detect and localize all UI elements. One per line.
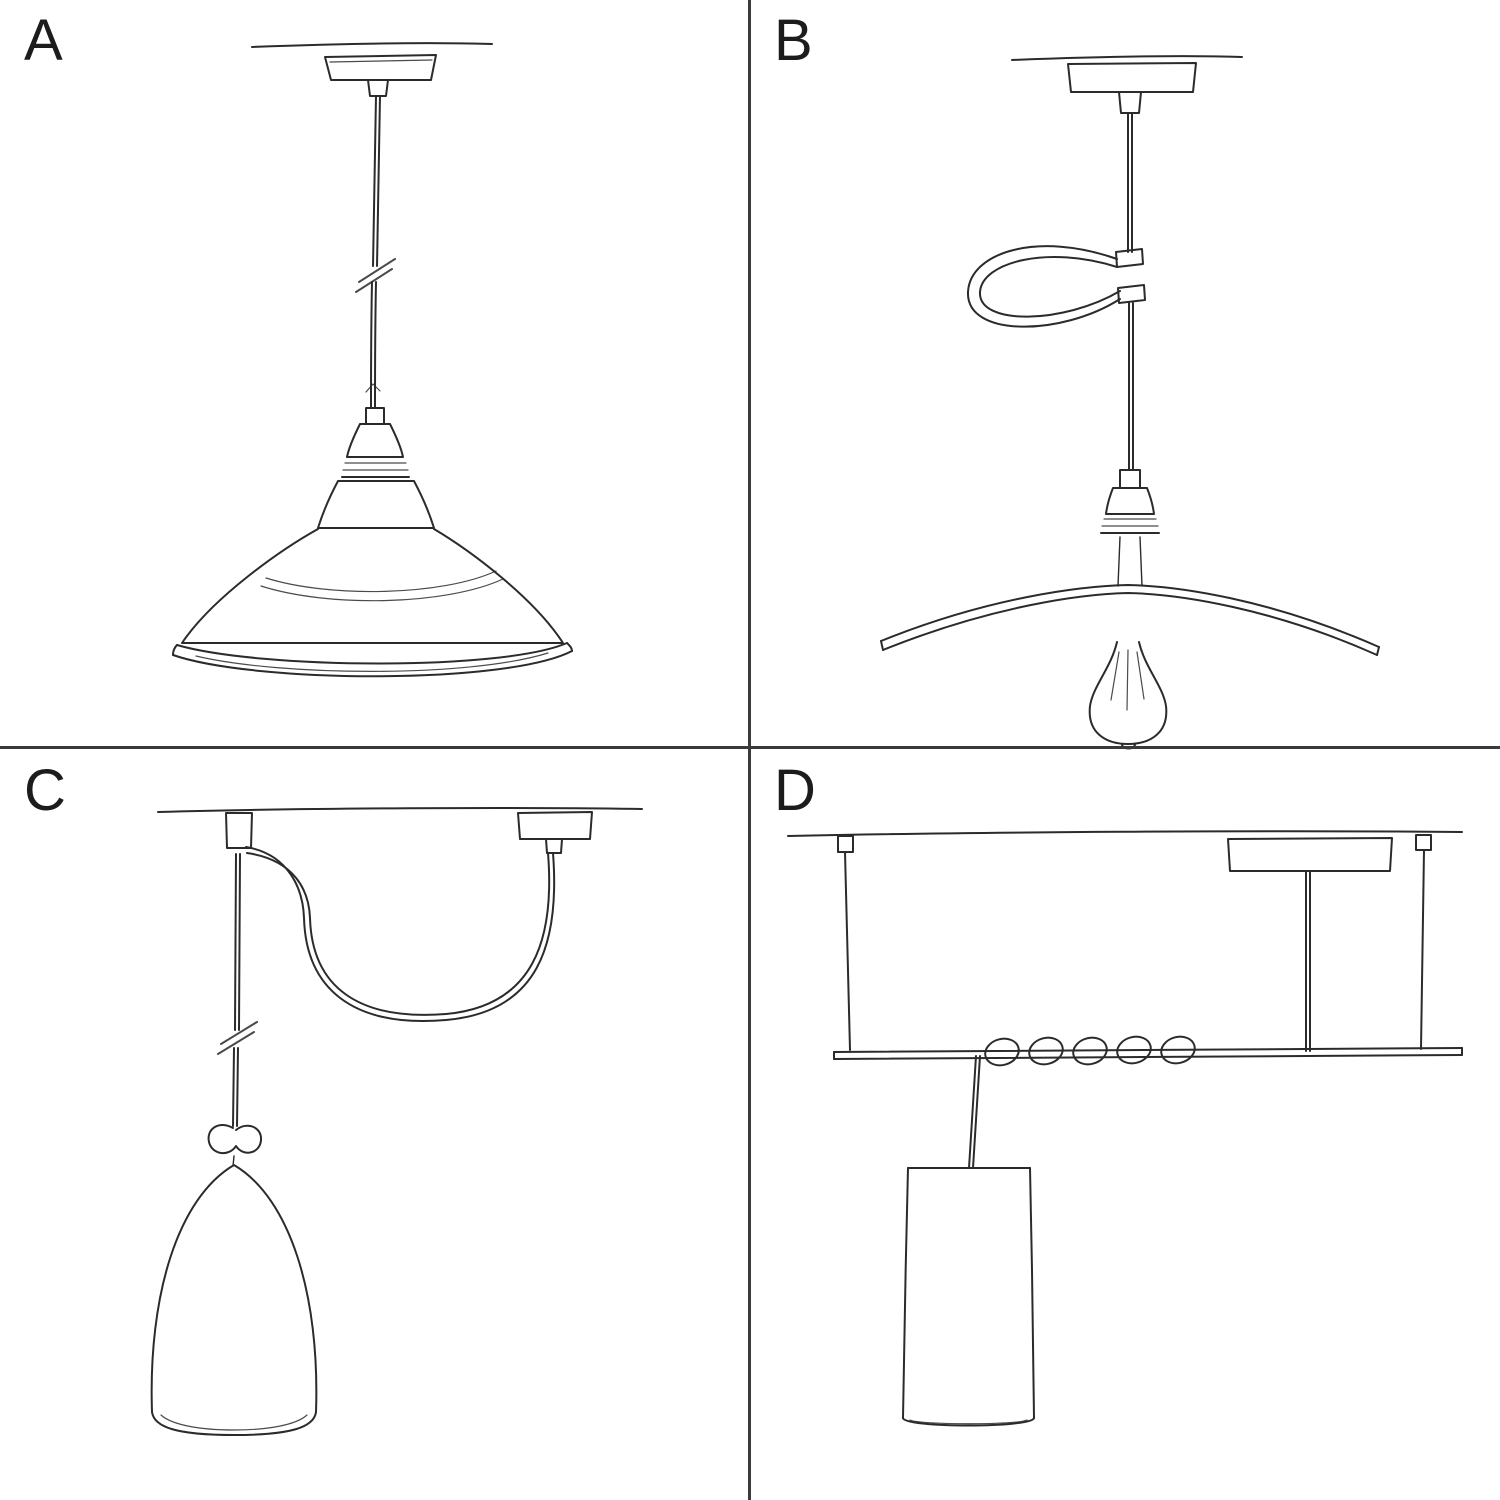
ceiling-line (1011, 55, 1243, 61)
cable-gland (1118, 91, 1142, 114)
lamp-holder (1100, 469, 1160, 587)
panel-c-sketch (150, 807, 643, 1436)
flat-plate-shade (880, 584, 1380, 656)
ceiling-line (787, 830, 1463, 837)
cable-clip (1115, 248, 1146, 304)
industrial-shade (172, 480, 573, 678)
cable-break-mark (355, 258, 396, 293)
pendant-cable (1127, 112, 1134, 471)
light-bulb (1088, 641, 1168, 750)
vertical-divider (748, 0, 751, 1500)
cable-gland (367, 79, 389, 97)
ceiling-rose (517, 811, 593, 840)
center-rod (1305, 870, 1311, 1052)
cable-break-mark (217, 1021, 258, 1055)
panel-a-sketch (172, 42, 573, 678)
ceiling-hook (225, 812, 253, 849)
suspension-fittings (837, 834, 1432, 853)
excess-cable-loop (966, 245, 1121, 328)
cable-knot (207, 1123, 263, 1167)
coiled-cable (984, 1035, 1196, 1067)
cable-gland (545, 838, 563, 854)
ceiling-rose (324, 54, 437, 81)
lamp-holder (341, 407, 410, 478)
panel-label-d: D (774, 758, 817, 823)
panel-c: C (0, 750, 750, 1500)
length-arrow (365, 383, 381, 393)
suspension-wires (844, 849, 1425, 1051)
panel-label-c: C (24, 758, 67, 823)
pendant-cable (370, 95, 381, 409)
ceiling-line (157, 807, 643, 813)
panel-d: D (750, 750, 1500, 1500)
panel-b: B (750, 0, 1500, 750)
panel-a: A (0, 0, 750, 750)
pendant-cable (232, 853, 241, 1127)
bell-shade (150, 1164, 318, 1436)
ceiling-line (251, 42, 493, 48)
ceiling-rose (1067, 62, 1197, 93)
swag-cable (245, 846, 556, 1022)
ceiling-rose (1227, 837, 1393, 872)
pendant-cable (968, 1055, 981, 1169)
panel-b-sketch (880, 55, 1380, 750)
panel-label-a: A (24, 8, 64, 73)
panel-d-sketch (787, 830, 1463, 1427)
horizontal-divider (0, 746, 1500, 749)
tube-shade (902, 1167, 1035, 1427)
panel-label-b: B (774, 8, 814, 73)
horizontal-bar (833, 1047, 1463, 1060)
